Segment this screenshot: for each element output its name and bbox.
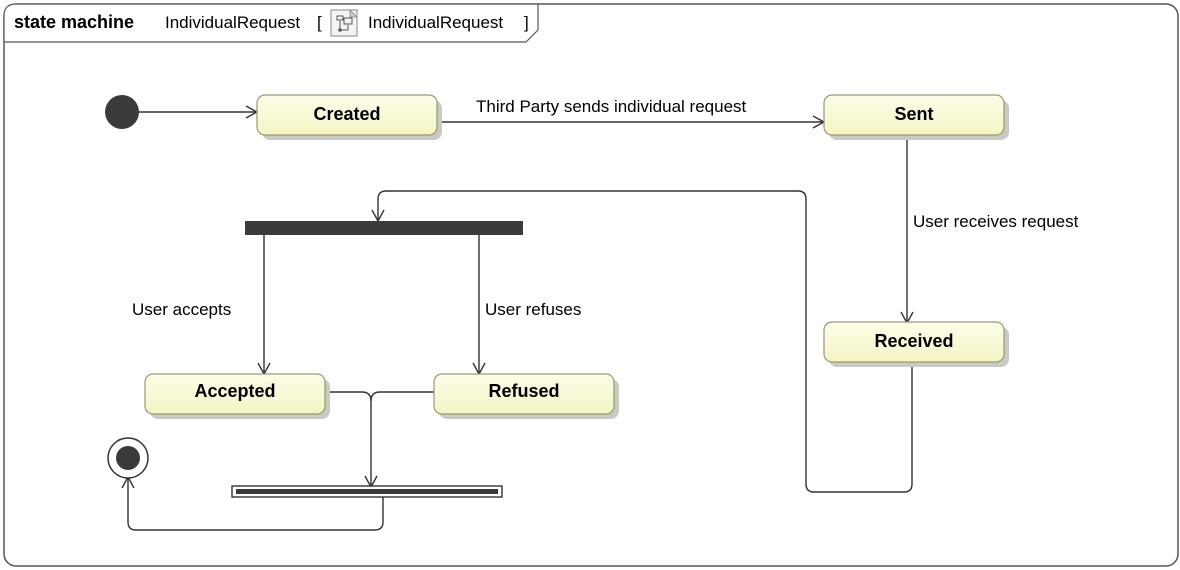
frame-close-bracket: ] xyxy=(524,13,529,32)
transition-label-fork-refused: User refuses xyxy=(485,300,581,319)
state-machine-diagram-icon xyxy=(330,9,358,37)
state-label-refused: Refused xyxy=(488,381,559,401)
initial-node xyxy=(105,95,139,129)
state-accepted[interactable]: Accepted xyxy=(144,373,330,419)
state-sent[interactable]: Sent xyxy=(823,94,1009,140)
frame-title-tab xyxy=(3,3,539,43)
state-created[interactable]: Created xyxy=(256,94,442,140)
fork-bar xyxy=(245,221,523,235)
state-refused[interactable]: Refused xyxy=(433,373,619,419)
state-received[interactable]: Received xyxy=(823,321,1009,367)
frame-name: IndividualRequest xyxy=(165,13,300,32)
transition-label-fork-accepted: User accepts xyxy=(132,300,231,319)
frame-open-bracket: [ xyxy=(317,13,322,32)
state-label-created: Created xyxy=(313,104,380,124)
state-label-accepted: Accepted xyxy=(194,381,275,401)
final-node xyxy=(107,437,149,479)
transition-label-sent-received: User receives request xyxy=(913,212,1079,231)
frame-context: IndividualRequest xyxy=(368,13,503,32)
transition-received-fork xyxy=(377,190,913,493)
join-bar xyxy=(231,485,503,498)
state-label-sent: Sent xyxy=(894,104,933,124)
transition-join-final xyxy=(127,478,384,531)
transition-refused-join xyxy=(370,391,434,402)
transition-label-created-sent: Third Party sends individual request xyxy=(476,97,747,116)
diagram-frame xyxy=(3,3,1179,567)
state-label-received: Received xyxy=(874,331,953,351)
frame-keyword: state machine xyxy=(14,12,134,32)
